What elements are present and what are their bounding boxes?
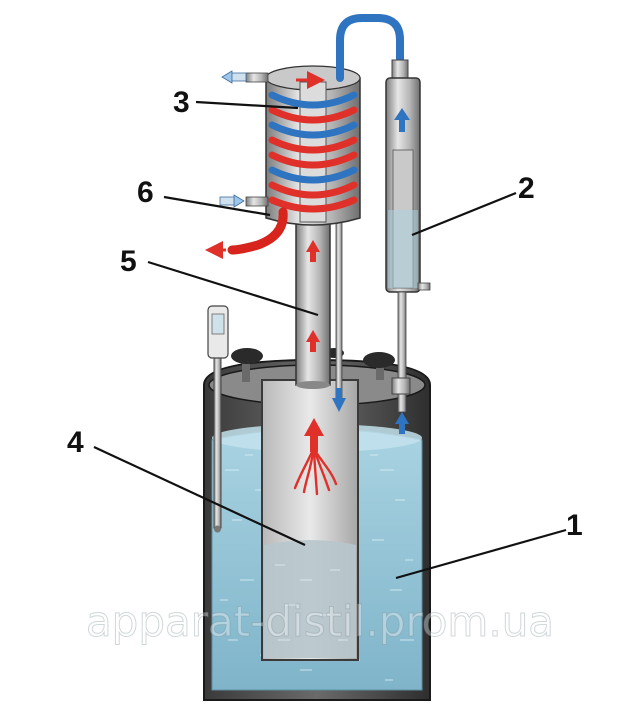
- water-inlet-fitting: [219, 194, 269, 208]
- return-arrow: [332, 388, 346, 412]
- leader-1: [395, 528, 567, 580]
- coil: [268, 91, 358, 213]
- water-outlet-fitting: [221, 70, 269, 84]
- leader-2: [411, 191, 517, 237]
- callout-label-6: 6: [137, 176, 154, 209]
- thermometer: [207, 305, 229, 533]
- product-cooler: [385, 77, 431, 293]
- callout-label-4: 4: [67, 426, 84, 459]
- vapor-arrow: [304, 418, 324, 452]
- callout-numbers: 1 2 3 4 5 6: [67, 86, 583, 542]
- callout-label-1: 1: [566, 509, 583, 542]
- lid-knob-right: [363, 352, 395, 380]
- hot-outlet-hose: [205, 207, 288, 259]
- leader-3: [195, 100, 299, 110]
- callout-label-3: 3: [173, 86, 190, 119]
- callout-label-5: 5: [120, 245, 137, 278]
- inner-liquid-texture: [275, 564, 348, 641]
- tube-arrow-top: [306, 240, 320, 262]
- leader-5: [147, 260, 319, 317]
- watermark: apparat-distil.prom.ua: [86, 597, 554, 646]
- leader-4: [93, 446, 306, 546]
- vapor-tube: [295, 204, 331, 389]
- cooling-hose: [336, 14, 409, 82]
- lid-knob-left: [231, 348, 263, 382]
- condenser: [265, 65, 361, 226]
- drain-arrow: [395, 412, 409, 434]
- leader-6: [163, 195, 271, 217]
- tank: [203, 358, 431, 701]
- cooler-arrow: [394, 108, 410, 132]
- callout-label-2: 2: [518, 172, 535, 205]
- callout-lines: [93, 100, 567, 580]
- tube-arrow-bottom: [306, 330, 320, 352]
- cooler-drain-pipe: [391, 291, 411, 434]
- liquid-texture: [220, 454, 414, 681]
- vapor-plume: [293, 450, 338, 496]
